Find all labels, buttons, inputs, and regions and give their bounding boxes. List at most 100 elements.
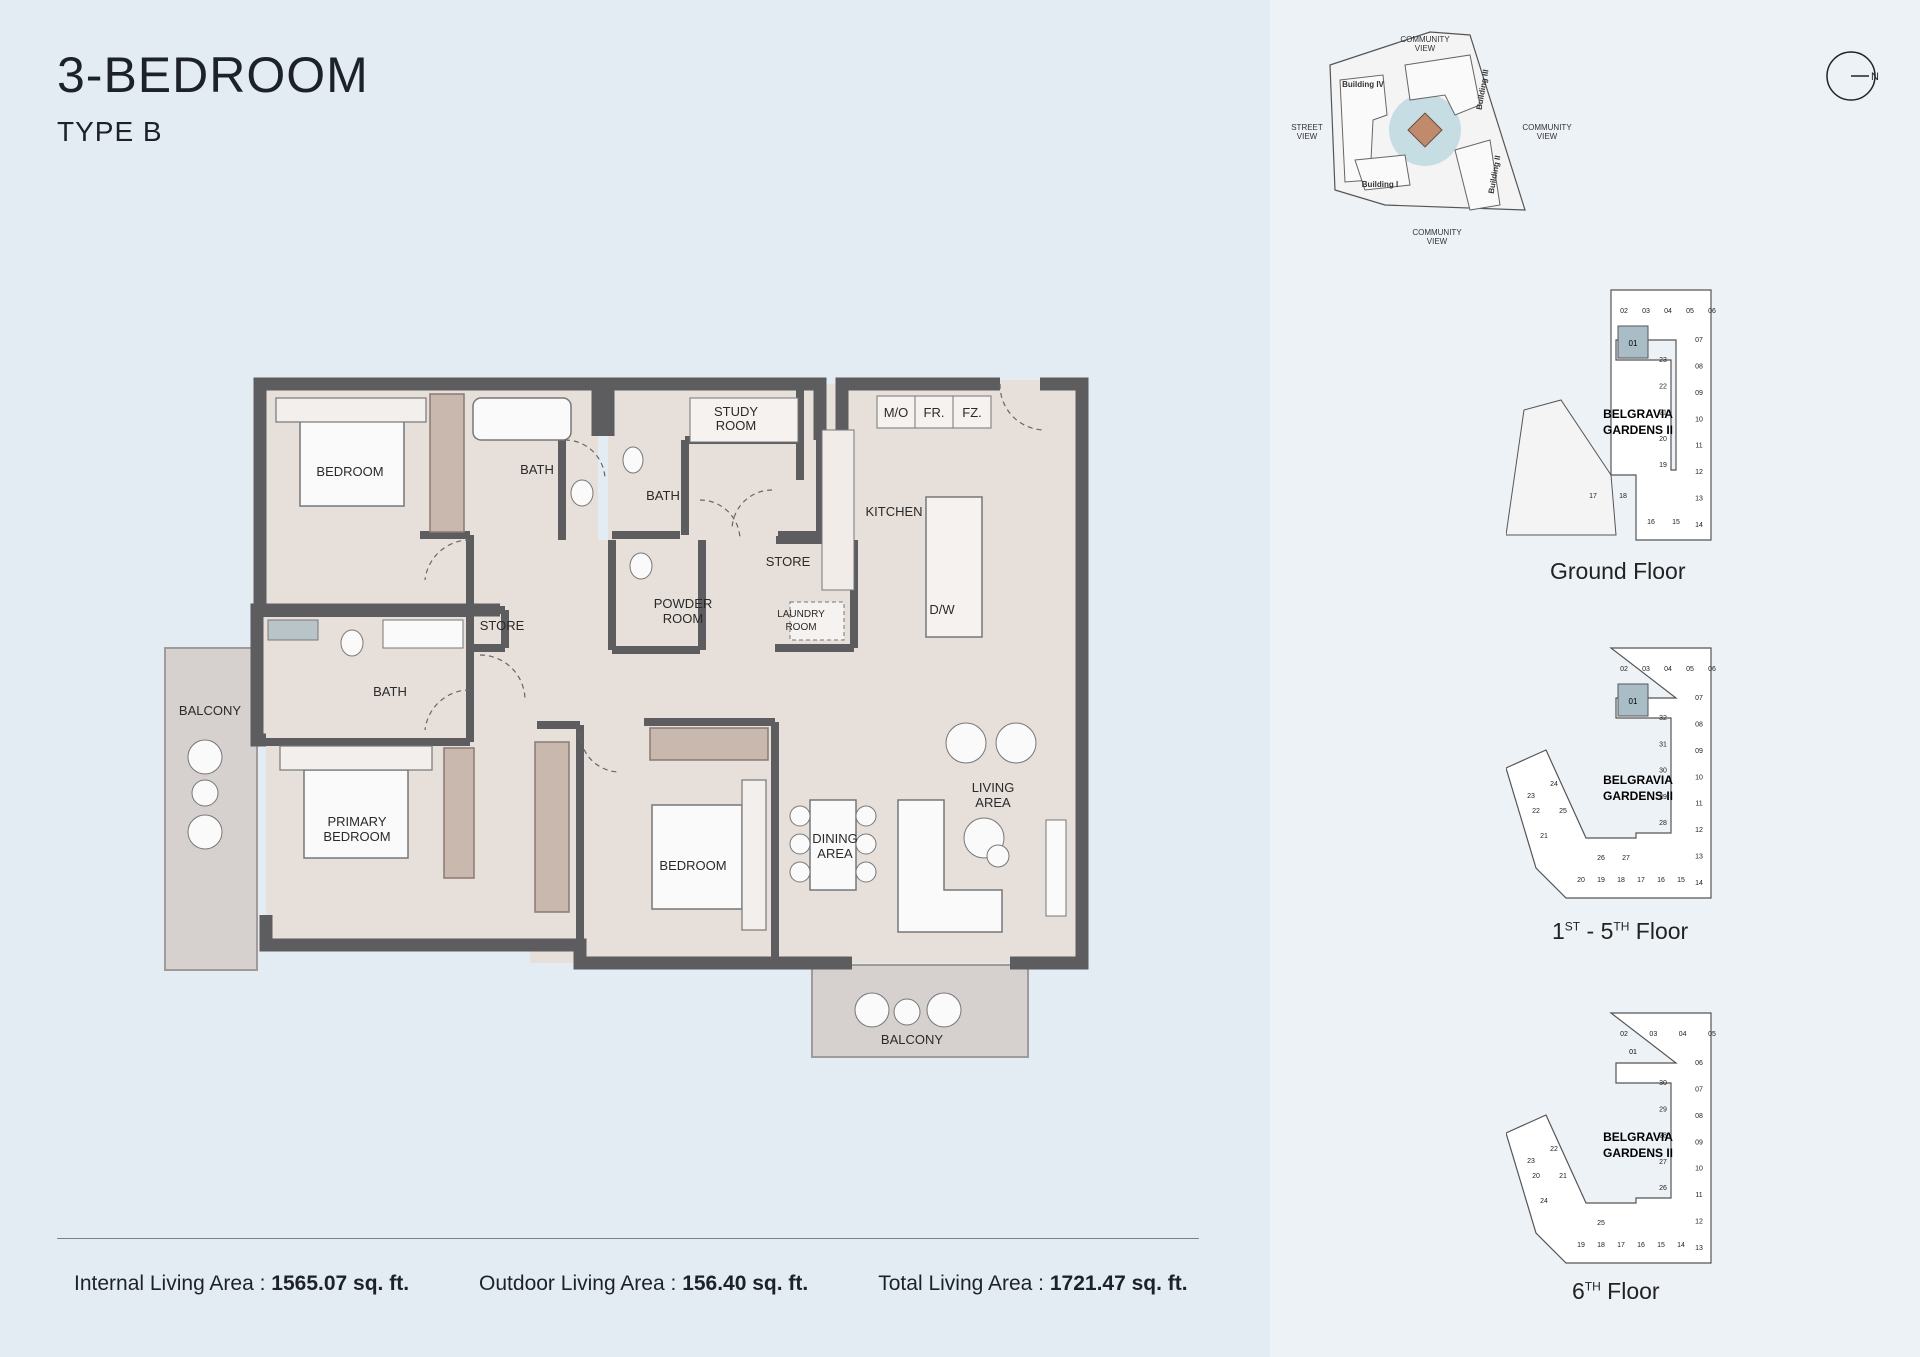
dining-chair	[789, 805, 811, 827]
unit-label: 13	[1695, 854, 1703, 861]
room-label-living-1: LIVING	[972, 780, 1015, 795]
unit-label: 03	[1642, 666, 1650, 673]
side-table	[986, 844, 1010, 868]
room-label-primary-2: BEDROOM	[323, 829, 390, 844]
unit-label: 22	[1659, 383, 1667, 390]
unit-label: 27	[1622, 855, 1630, 862]
site-label-street-2: VIEW	[1297, 132, 1318, 141]
unit-label: 07	[1695, 1086, 1703, 1093]
unit-label: 08	[1695, 1113, 1703, 1120]
unit-label: 23	[1527, 793, 1535, 800]
internal-area: Internal Living Area : 1565.07 sq. ft.	[74, 1272, 410, 1295]
highlight-unit	[1617, 683, 1649, 717]
room-label-laundry-1: LAUNDRY	[777, 609, 825, 620]
project-name-1: BELGRAVIA	[1603, 773, 1673, 787]
unit-label: 25	[1559, 808, 1567, 815]
unit-label: 17	[1637, 877, 1645, 884]
room-label-balcony-2: BALCONY	[881, 1032, 943, 1047]
unit-label: 12	[1695, 469, 1703, 476]
unit-label: 02	[1620, 1031, 1628, 1038]
unit-label: 07	[1695, 337, 1703, 344]
bed	[651, 779, 767, 931]
unit-label: 06	[1708, 666, 1716, 673]
unit-label: 11	[1695, 443, 1702, 450]
unit-label: 23	[1659, 357, 1667, 364]
dining-chair	[855, 861, 877, 883]
bathtub	[472, 397, 572, 441]
unit-label: 02	[1620, 308, 1628, 315]
project-name-2: GARDENS II	[1603, 423, 1673, 437]
unit-label: 10	[1695, 416, 1703, 423]
unit-label: 21	[1659, 410, 1667, 417]
room-label-dining-1: DINING	[812, 831, 858, 846]
unit-label: 05	[1686, 308, 1694, 315]
room-label-store-1: STORE	[480, 618, 525, 633]
vanity	[382, 619, 464, 649]
toilet	[629, 552, 653, 580]
balcony-chair	[187, 814, 223, 850]
unit-label: 12	[1695, 827, 1703, 834]
room-label-study-1: STUDY	[714, 404, 758, 419]
unit-label: 20	[1577, 877, 1585, 884]
kitchen-counter	[821, 429, 855, 591]
site-label-community-bottom-1: COMMUNITY	[1412, 228, 1462, 237]
unit-label: 31	[1659, 741, 1667, 748]
unit-label: 28	[1659, 1133, 1667, 1140]
unit-label: 23	[1527, 1158, 1535, 1165]
unit-label: 14	[1695, 880, 1703, 887]
room-label-primary-1: PRIMARY	[328, 814, 387, 829]
unit-label: 09	[1695, 390, 1703, 397]
unit-label: 21	[1559, 1173, 1567, 1180]
bed	[279, 745, 433, 859]
unit-label: 22	[1550, 1146, 1558, 1153]
unit-label: 18	[1617, 877, 1625, 884]
unit-label: 04	[1679, 1031, 1687, 1038]
room-label-bedroom-2: BEDROOM	[659, 858, 726, 873]
page-subtitle: TYPE B	[57, 116, 163, 147]
site-label-community-top-2: VIEW	[1415, 44, 1436, 53]
dining-chair	[855, 833, 877, 855]
balcony-chair	[926, 992, 962, 1028]
unit-label: 07	[1695, 695, 1703, 702]
divider	[57, 1238, 1199, 1239]
room-label-bath-3: BATH	[373, 684, 407, 699]
balcony-chair	[893, 998, 921, 1026]
site-label-street-1: STREET	[1291, 123, 1323, 132]
dining-table	[809, 799, 857, 891]
site-label-community-top-1: COMMUNITY	[1400, 35, 1450, 44]
unit-label: 10	[1695, 774, 1703, 781]
balcony-bottom	[811, 964, 1029, 1058]
room-label-dining-2: AREA	[817, 846, 853, 861]
unit-label: 21	[1540, 833, 1548, 840]
unit-label: 04	[1664, 308, 1672, 315]
room-label-bedroom-1: BEDROOM	[316, 464, 383, 479]
unit-label: 02	[1620, 666, 1628, 673]
wardrobe	[534, 741, 570, 913]
unit-label: 18	[1597, 1242, 1605, 1249]
project-name-1: BELGRAVIA	[1603, 407, 1673, 421]
unit-label: 17	[1617, 1242, 1625, 1249]
wardrobe	[649, 727, 769, 761]
unit-label: 19	[1577, 1242, 1585, 1249]
unit-label: 12	[1695, 1219, 1703, 1226]
unit-label: 15	[1657, 1242, 1665, 1249]
site-label-community-bottom-2: VIEW	[1427, 237, 1448, 246]
room-label-kitchen: KITCHEN	[865, 504, 922, 519]
unit-label: 14	[1677, 1242, 1685, 1249]
unit-label: 15	[1677, 877, 1685, 884]
armchair	[945, 722, 987, 764]
project-name-1: BELGRAVIA	[1603, 1130, 1673, 1144]
unit-label: 28	[1659, 820, 1667, 827]
unit-label: 06	[1708, 308, 1716, 315]
unit-label: 11	[1695, 801, 1702, 808]
total-area: Total Living Area : 1721.47 sq. ft.	[878, 1272, 1188, 1295]
floor-label-ground: Ground Floor	[1550, 558, 1686, 584]
toilet	[570, 479, 594, 507]
unit-label: 24	[1550, 781, 1558, 788]
unit-label: 17	[1589, 493, 1597, 500]
unit-floor-plan: BEDROOM BATH BATH STUDY ROOM M/O FR. FZ.…	[164, 377, 1089, 1058]
unit-label: 16	[1657, 877, 1665, 884]
